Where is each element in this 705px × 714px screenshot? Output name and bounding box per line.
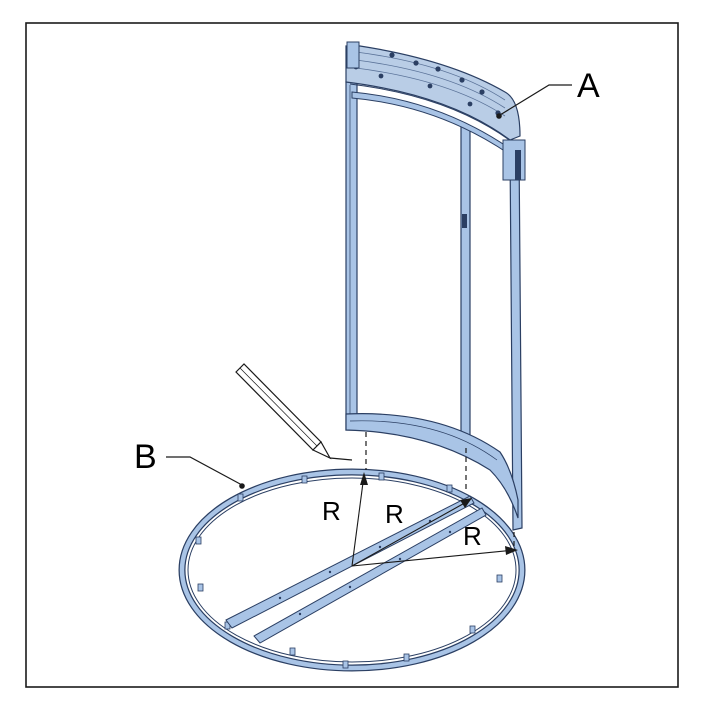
leader-dot-a (496, 113, 502, 119)
leader-dot-b (239, 483, 245, 489)
radius-label-3: R (463, 521, 482, 551)
radius-arrows (351, 474, 516, 567)
projection-lines (365, 432, 515, 548)
door-wing (345, 41, 526, 531)
radius-label-2: R (385, 499, 404, 529)
radius-label-1: R (322, 496, 341, 526)
arrow-heads (360, 472, 518, 555)
callout-b-label: B (134, 438, 157, 476)
pencil-icon (235, 363, 353, 461)
floor-rails (225, 495, 487, 644)
leader-lines (166, 84, 572, 486)
callout-a-label: A (577, 67, 600, 105)
floor-ring (178, 468, 526, 672)
